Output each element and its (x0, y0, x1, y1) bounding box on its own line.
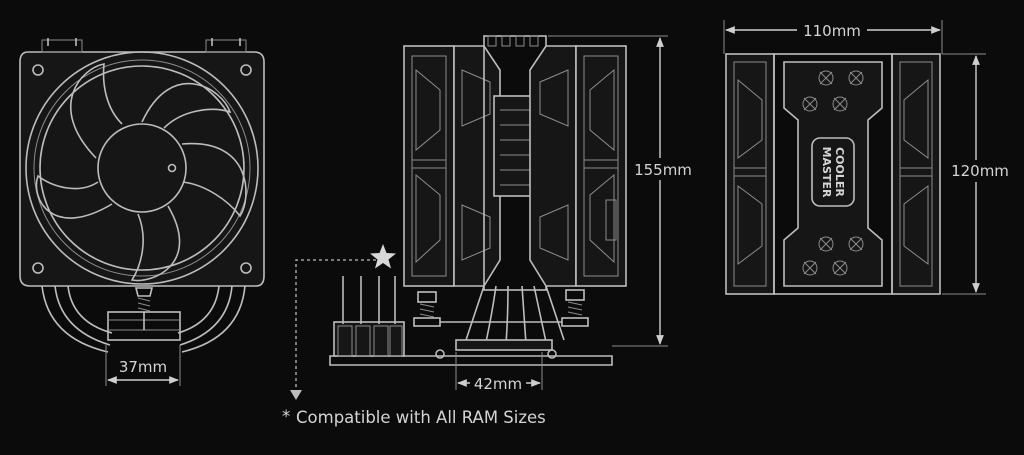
front-heatpipes (41, 285, 246, 353)
dim-top-depth-label: 120mm (951, 162, 1009, 180)
side-left-fan (403, 45, 455, 287)
dim-top-width: 110mm (723, 20, 943, 54)
top-left-fan (725, 53, 775, 295)
side-fin-stack (483, 35, 547, 291)
note-marker: * (282, 407, 290, 426)
dim-side-base: 42mm (455, 352, 543, 393)
dim-front-base-label: 37mm (119, 358, 167, 376)
dim-side-base-label: 42mm (474, 375, 522, 393)
dim-top-depth: 120mm (942, 53, 1016, 295)
side-right-heatsink (529, 45, 577, 287)
top-cover: COOLER MASTER (773, 53, 893, 295)
compatibility-note-text: Compatible with All RAM Sizes (296, 408, 546, 427)
logo-line-1: COOLER (833, 147, 846, 197)
side-heatpipes (413, 285, 589, 359)
front-view: 37mm (19, 38, 265, 386)
dim-side-height: 155mm (548, 35, 698, 347)
ram-clearance-indicator (290, 244, 396, 400)
dim-side-height-label: 155mm (634, 161, 692, 179)
side-left-heatsink (453, 45, 501, 287)
dim-top-width-label: 110mm (803, 22, 861, 40)
logo-line-2: MASTER (820, 147, 833, 198)
dim-front-base: 37mm (105, 345, 181, 386)
side-view: 155mm 42mm * Compatible with All RAM Siz… (282, 35, 698, 427)
side-right-fan (575, 45, 627, 287)
top-right-fan (891, 53, 941, 295)
cooler-master-logo: COOLER MASTER (820, 147, 846, 198)
star-icon (370, 244, 396, 269)
compatibility-note: * Compatible with All RAM Sizes (282, 407, 546, 427)
side-motherboard (329, 276, 613, 366)
front-fan (19, 38, 265, 287)
top-view: COOLER MASTER 110mm 120mm (723, 20, 1016, 295)
